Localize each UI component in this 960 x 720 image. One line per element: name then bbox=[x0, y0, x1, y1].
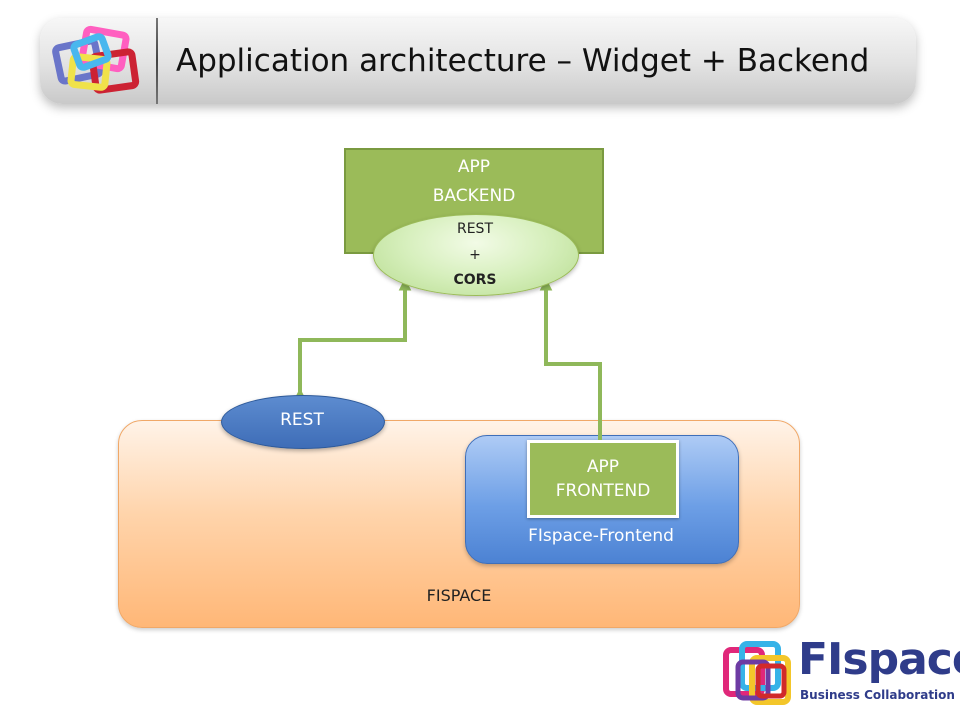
fispace-label: FISPACE bbox=[426, 586, 492, 605]
rest-endpoint bbox=[221, 395, 385, 449]
app-frontend-line2: FRONTEND bbox=[555, 481, 651, 501]
title-divider bbox=[156, 18, 158, 104]
app-logo-icon bbox=[52, 25, 140, 94]
rest-endpoint-label: REST bbox=[280, 410, 324, 430]
app-frontend-line1: APP bbox=[586, 457, 620, 477]
rest-cors-interface bbox=[373, 214, 579, 296]
fispace-frontend-label: FIspace-Frontend bbox=[528, 526, 674, 546]
rest-cors-line1: REST bbox=[456, 221, 493, 237]
app-backend-line2: BACKEND bbox=[432, 186, 516, 206]
rest-cors-line3: CORS bbox=[453, 272, 497, 288]
app-frontend-box: APP FRONTEND bbox=[527, 440, 679, 518]
rest-cors-line2: + bbox=[469, 247, 481, 263]
fispace-brand-icon bbox=[723, 641, 791, 705]
connector-rest-to-backend bbox=[293, 277, 412, 401]
brand-name: FIspace bbox=[798, 634, 960, 685]
app-backend-line1: APP bbox=[457, 157, 491, 177]
connector-frontend-to-backend bbox=[539, 277, 602, 440]
page-title: Application architecture – Widget + Back… bbox=[176, 43, 870, 79]
brand-tagline: Business Collaboration bbox=[800, 688, 955, 702]
title-bar bbox=[40, 18, 916, 104]
